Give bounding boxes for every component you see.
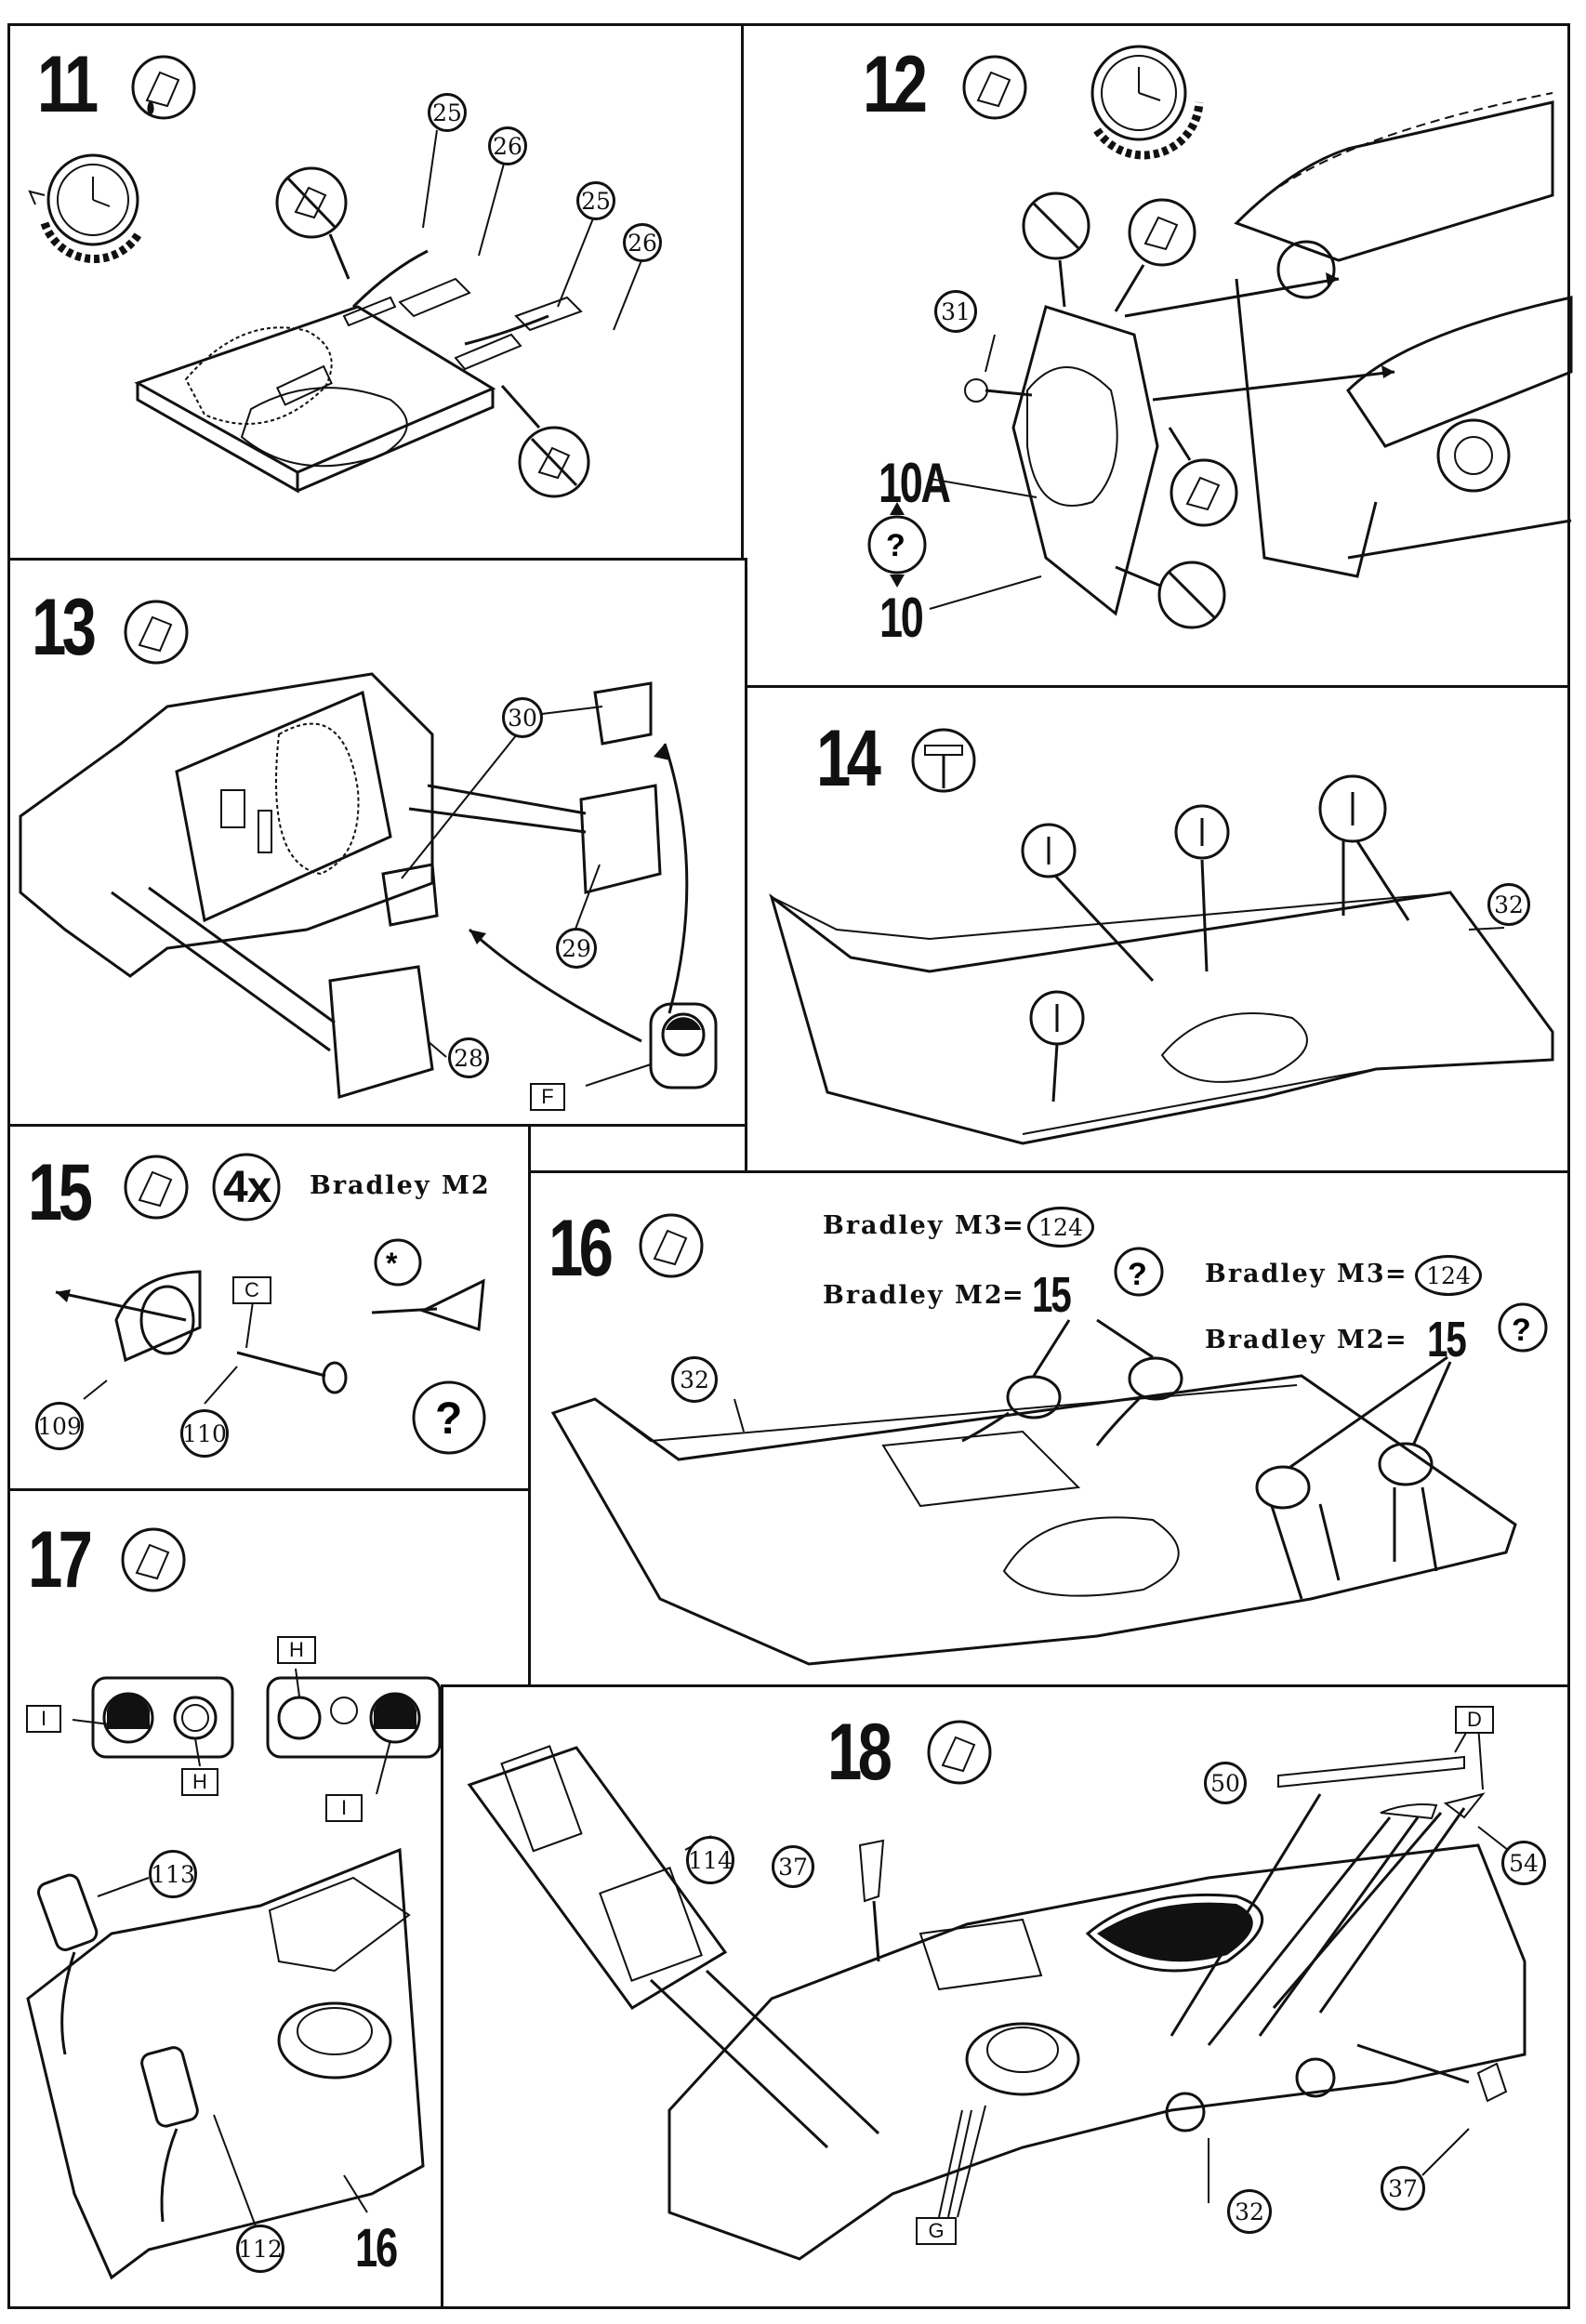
model-label: Bradley M2: [310, 1171, 491, 1200]
step-16-number: 16: [548, 1204, 614, 1293]
drill-icon: [1174, 804, 1230, 972]
svg-text:?: ?: [435, 1394, 462, 1444]
part-callout: 124: [1415, 1255, 1482, 1296]
part-callout: 31: [934, 290, 977, 333]
model-label: Bradley M3: [823, 1211, 1004, 1240]
model-label: Bradley M2: [1205, 1326, 1386, 1354]
model-label: Bradley M3: [1205, 1260, 1386, 1288]
part-callout: 37: [772, 1845, 814, 1888]
part-ref: 15: [1427, 1312, 1467, 1367]
step-15-number: 15: [28, 1148, 93, 1237]
flag-marker: C: [232, 1276, 271, 1304]
part-ref: 15: [1032, 1267, 1072, 1323]
drill-icon: [1318, 774, 1410, 921]
glue-icon: [927, 1720, 992, 1785]
step-16-panel: [528, 1170, 1570, 1687]
drill-icon: [1021, 823, 1155, 983]
part-callout: 32: [1487, 883, 1530, 926]
no-glue-icon: [275, 166, 350, 280]
part-callout: 50: [1204, 1762, 1247, 1804]
part-callout: 28: [448, 1037, 489, 1078]
equals-sign: =: [1385, 1326, 1408, 1354]
step-15-panel: [7, 1124, 531, 1491]
svg-text:?: ?: [886, 528, 905, 563]
step-14-number: 14: [816, 714, 881, 803]
step-17-number: 17: [28, 1515, 93, 1604]
flag-marker: D: [1455, 1706, 1494, 1734]
star-icon: *: [374, 1238, 422, 1287]
step-18-number: 18: [827, 1708, 892, 1797]
part-callout: 26: [623, 223, 662, 262]
part-callout: 112: [236, 2225, 284, 2273]
part-callout: 124: [1027, 1207, 1094, 1248]
step-12-panel: [741, 23, 1570, 688]
model-label: Bradley M2: [823, 1281, 1004, 1310]
glue-icon: [124, 1155, 189, 1220]
part-callout: 29: [556, 928, 597, 969]
step-13-number: 13: [32, 583, 97, 672]
no-glue-icon: [1115, 561, 1226, 629]
question-icon: ?: [1498, 1302, 1548, 1353]
step-11-number: 11: [37, 40, 99, 129]
clock-icon: [28, 153, 143, 263]
part-callout: 110: [180, 1409, 229, 1458]
equals-sign: =: [1385, 1260, 1408, 1288]
part-callout: 32: [671, 1356, 718, 1403]
part-callout: 30: [502, 697, 543, 738]
step-18-panel: [441, 1684, 1570, 2309]
drill-icon: [911, 728, 976, 793]
no-glue-icon: [1022, 191, 1090, 308]
glue-icon: [124, 600, 189, 665]
ref-label: 10: [879, 587, 924, 649]
equals-sign: =: [1002, 1211, 1025, 1240]
svg-text:*: *: [386, 1247, 398, 1280]
part-callout: 54: [1501, 1841, 1546, 1885]
flag-marker: I: [26, 1705, 61, 1733]
step-12-number: 12: [863, 40, 928, 129]
glue-icon: [121, 1527, 186, 1592]
part-callout: 37: [1381, 2166, 1425, 2211]
part-callout: 25: [428, 93, 467, 132]
flag-marker: G: [916, 2217, 957, 2245]
question-icon: ?: [412, 1380, 486, 1455]
part-callout: 114: [686, 1836, 734, 1884]
glue-icon: [1168, 427, 1238, 527]
svg-text:?: ?: [1512, 1313, 1531, 1348]
glue-icon: [639, 1213, 704, 1278]
glue-icon: [131, 55, 196, 120]
clock-icon: [1090, 45, 1204, 160]
ref-label: 16: [355, 2218, 398, 2278]
part-callout: 109: [35, 1402, 84, 1450]
step-11-panel: [7, 23, 744, 561]
question-icon: ?: [1114, 1247, 1164, 1297]
ref-label: 10A: [879, 452, 951, 514]
quantity-label: 4x: [223, 1163, 271, 1212]
flag-marker: H: [181, 1768, 218, 1796]
glue-icon: [1114, 198, 1196, 312]
part-callout: 25: [576, 181, 615, 220]
flag-marker: I: [325, 1794, 363, 1822]
svg-text:?: ?: [1128, 1257, 1147, 1292]
drill-icon: [1029, 990, 1085, 1103]
part-callout: 113: [149, 1850, 197, 1898]
no-glue-icon: [500, 385, 590, 498]
part-callout: 32: [1227, 2189, 1272, 2234]
flag-marker: H: [277, 1636, 316, 1664]
equals-sign: =: [1002, 1281, 1025, 1310]
step-14-panel: [745, 685, 1570, 1173]
flag-marker: F: [530, 1083, 565, 1111]
part-callout: 26: [488, 126, 527, 165]
glue-icon: [962, 55, 1027, 120]
